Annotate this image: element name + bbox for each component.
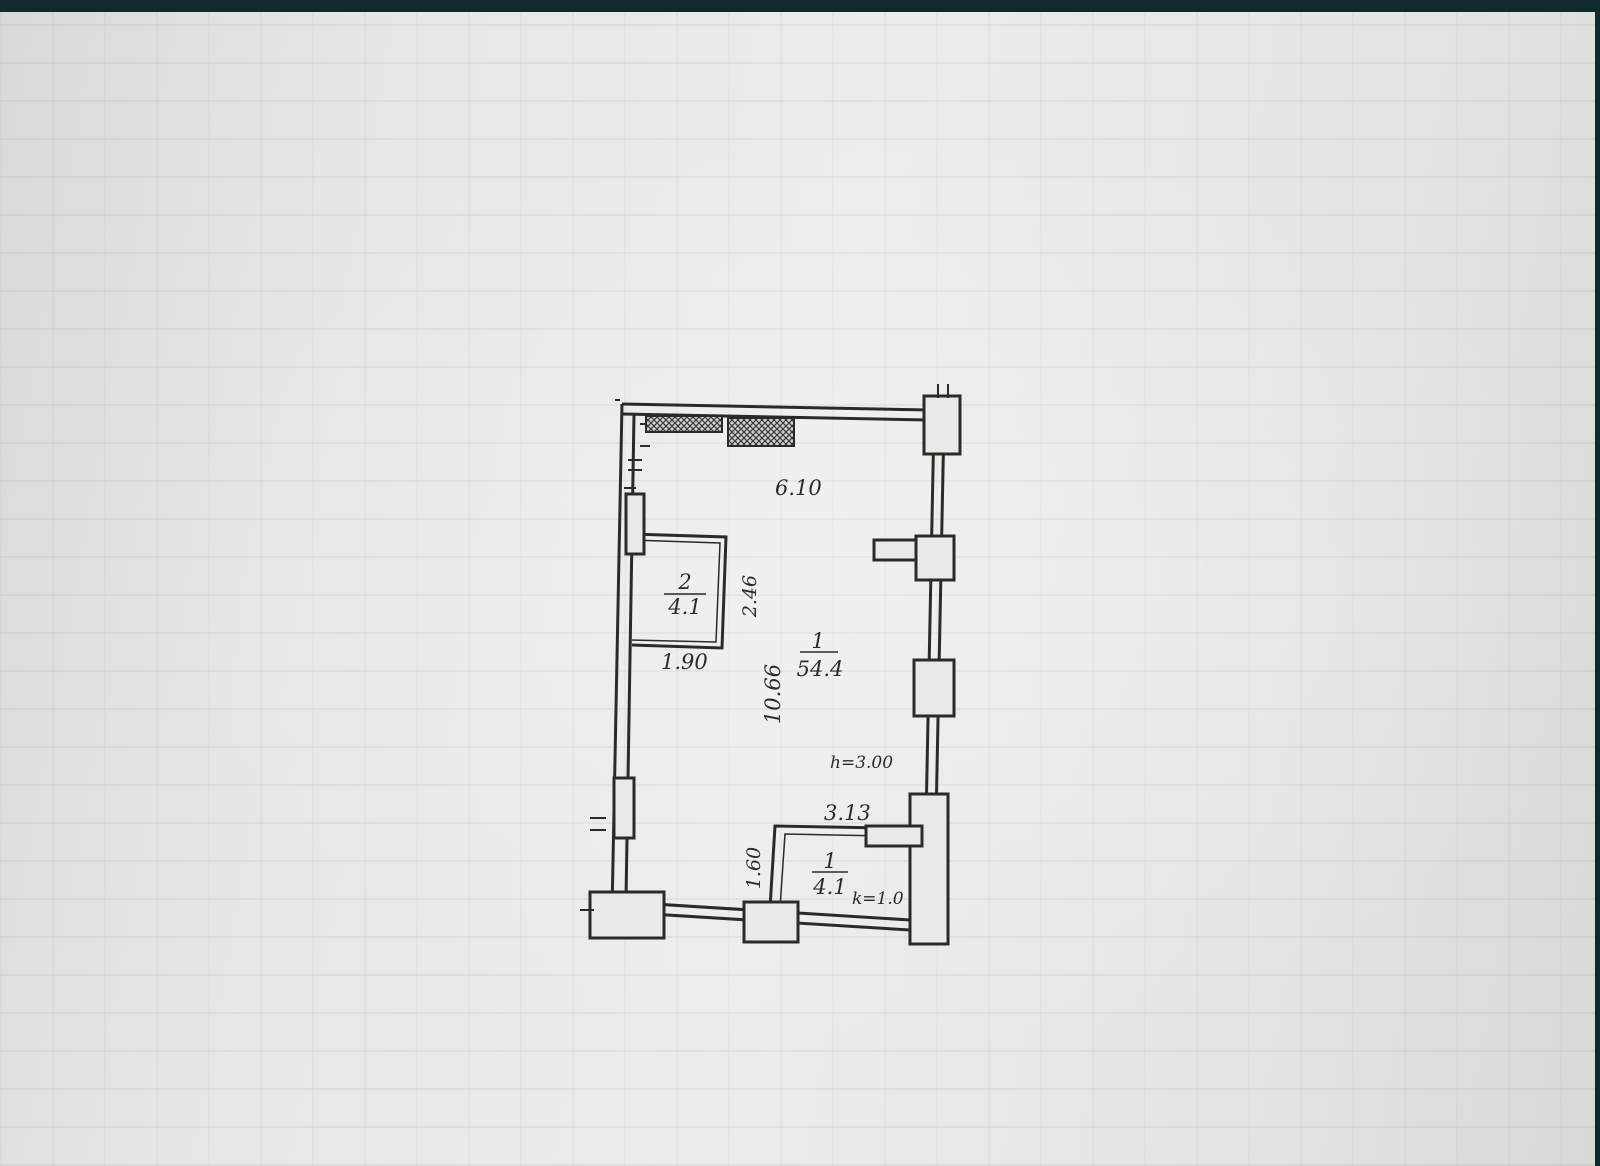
dim-closet-width: 1.90	[661, 650, 708, 674]
column-bottom-left	[588, 890, 666, 940]
dim-main-height: 10.66	[761, 664, 785, 724]
closet-partition	[631, 532, 728, 650]
right-wall	[924, 419, 936, 821]
column-right-upper	[914, 534, 956, 582]
closet-number: 2	[677, 570, 691, 594]
top-wall	[621, 402, 929, 412]
main-room-area: 54.4	[797, 657, 844, 681]
column-top-right	[922, 394, 962, 456]
hatch-block-1	[645, 415, 723, 433]
column-stub-right	[872, 538, 920, 562]
bath-area: 4.1	[812, 875, 846, 899]
ceiling-height-note: h=3.00	[830, 753, 893, 773]
dim-bath-width: 3.13	[824, 801, 871, 825]
bath-partition	[768, 824, 885, 909]
main-room-number: 1	[811, 629, 824, 653]
right-wall-inner	[934, 419, 946, 821]
column-bottom-mid	[742, 900, 800, 944]
columns	[588, 394, 962, 946]
dim-bath-height: 1.60	[743, 847, 765, 889]
dim-top-width: 6.10	[775, 476, 822, 500]
column-right-mid	[912, 658, 956, 718]
closet-area: 4.1	[667, 595, 701, 619]
column-left-upper	[624, 492, 646, 556]
column-left-lower	[612, 776, 636, 840]
hatch-block-2	[727, 417, 795, 447]
dim-closet-height: 2.46	[739, 575, 761, 618]
bath-k-note: k=1.0	[852, 889, 904, 909]
column-bath-stub	[864, 824, 924, 848]
tick-marks	[580, 384, 949, 911]
column-right-lower	[908, 792, 950, 946]
bath-number: 1	[823, 849, 836, 873]
paper-photo	[0, 12, 1595, 1166]
